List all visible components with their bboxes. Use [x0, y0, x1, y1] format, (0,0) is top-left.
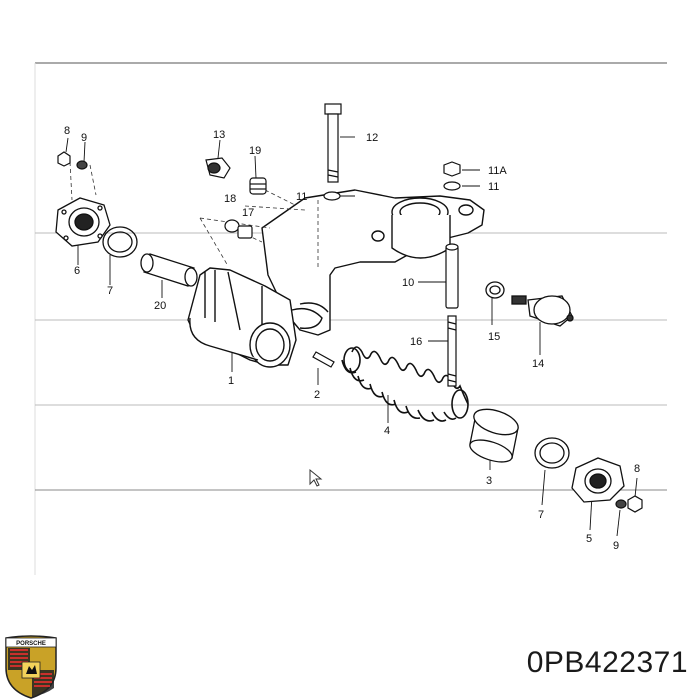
label-7-top: 7	[107, 285, 113, 297]
switch-part-14	[511, 295, 574, 327]
ring-part-15	[485, 281, 505, 299]
bolt-part	[324, 103, 342, 183]
label-11A: 11A	[488, 165, 507, 177]
label-7-bottom: 7	[538, 509, 544, 521]
callout-labels: 8 9 6 7 13 19 18 17 12 11A 11 11 20 1 2 …	[64, 125, 640, 552]
porsche-crest-icon: PORSCHE	[5, 635, 57, 699]
label-8-top: 8	[64, 125, 70, 137]
nut-part	[443, 161, 461, 191]
label-19: 19	[249, 145, 261, 157]
label-11-left: 11	[296, 191, 307, 203]
label-14: 14	[532, 358, 544, 370]
small-fittings	[224, 219, 253, 239]
label-12: 12	[366, 132, 378, 144]
label-6: 6	[74, 265, 80, 277]
leader-lines	[65, 136, 638, 537]
label-5: 5	[586, 533, 592, 545]
cursor-arrow-icon	[309, 468, 323, 487]
label-4: 4	[384, 425, 390, 437]
label-17: 17	[242, 207, 254, 219]
washer-part	[323, 191, 341, 201]
label-16: 16	[410, 336, 422, 348]
label-11-right: 11	[488, 181, 499, 193]
label-8-bottom: 8	[634, 463, 640, 475]
tube-part-20	[140, 253, 198, 287]
plug-part	[249, 177, 267, 195]
label-20: 20	[154, 300, 166, 312]
label-15: 15	[488, 331, 500, 343]
nut-washer-top	[57, 151, 88, 170]
cover-part-5	[571, 457, 625, 503]
pin-part-2	[312, 351, 335, 368]
piston-part-3	[469, 408, 519, 463]
cover-part-6	[55, 197, 111, 247]
part-number: 0PB422371	[526, 646, 688, 679]
sensor-part	[205, 157, 231, 179]
label-13: 13	[213, 129, 225, 141]
label-3: 3	[486, 475, 492, 487]
label-18: 18	[224, 193, 236, 205]
gasket-part-7-lower	[534, 437, 570, 469]
logo-text: PORSCHE	[16, 641, 46, 647]
label-9-top: 9	[81, 132, 87, 144]
label-2: 2	[314, 389, 320, 401]
nut-washer-bottom	[615, 495, 643, 513]
rod-parts	[445, 243, 459, 387]
label-10: 10	[402, 277, 414, 289]
label-9-bottom: 9	[613, 540, 619, 552]
label-1: 1	[228, 375, 234, 387]
housing-part	[187, 189, 485, 368]
gasket-part-7	[102, 226, 138, 258]
